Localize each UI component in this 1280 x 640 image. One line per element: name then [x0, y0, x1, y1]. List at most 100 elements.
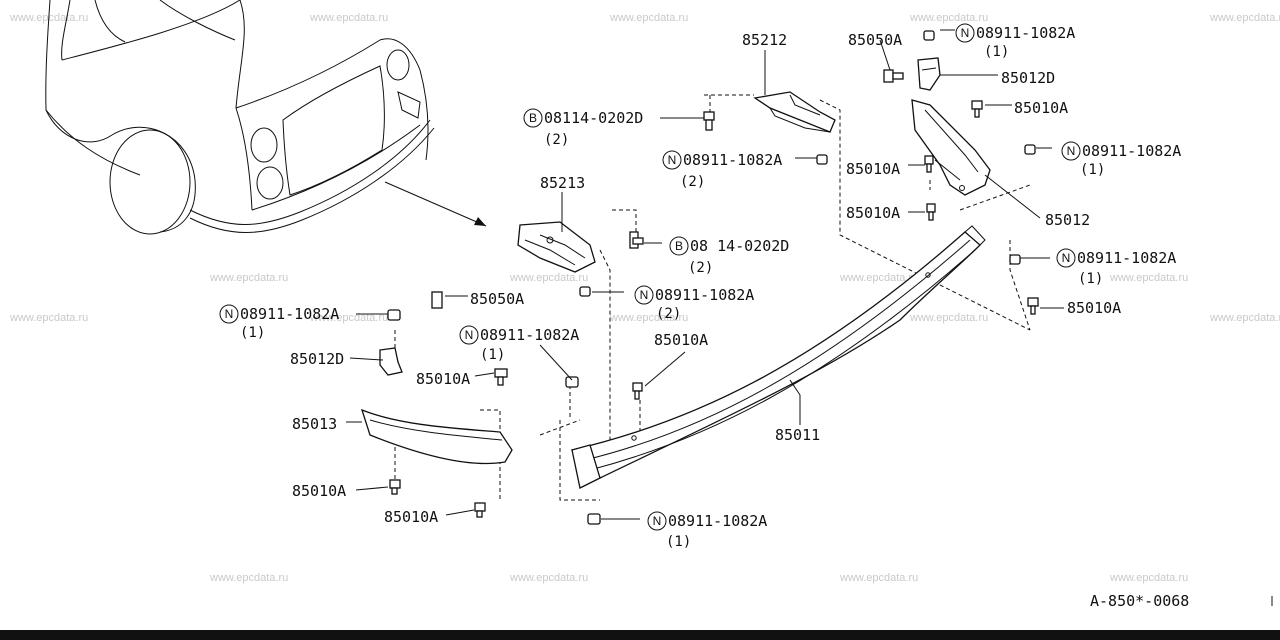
side-cover-85013	[360, 408, 513, 465]
prefix-circle-icon	[1056, 248, 1076, 268]
callout-part-number: 08911-1082A	[668, 512, 767, 530]
prefix-circle-icon	[955, 23, 975, 43]
prefix-circle-icon	[662, 150, 682, 170]
prefix-circle-icon	[669, 236, 689, 256]
callout-part-number: 85012D	[1001, 69, 1055, 87]
callout-quantity: (1)	[1080, 162, 1105, 178]
nut-icon	[565, 376, 579, 388]
watermark: www.epcdata.ru	[509, 272, 588, 284]
prefix-circle-icon	[634, 285, 654, 305]
callout-c85010a_left1: 85010A	[416, 370, 470, 388]
watermark: www.epcdata.ru	[1209, 312, 1280, 324]
bracket-85012d-top	[917, 57, 941, 91]
callout-prefix: N	[465, 328, 474, 342]
watermark: www.epcdata.ru	[839, 572, 918, 584]
callout-c85012: 85012	[1045, 211, 1090, 229]
bolt-icon	[971, 100, 983, 118]
callout-c85010a_center: 85010A	[654, 331, 708, 349]
callout-part-number: 85010A	[654, 331, 708, 349]
callout-part-number: 85010A	[1014, 99, 1068, 117]
watermark: www.epcdata.ru	[1209, 12, 1280, 24]
watermark: www.epcdata.ru	[1109, 272, 1188, 284]
callout-part-number: 85010A	[846, 160, 900, 178]
prefix-circle-icon	[219, 304, 239, 324]
watermark: www.epcdata.ru	[309, 12, 388, 24]
leader-lines	[346, 29, 1064, 520]
bolt-icon	[632, 382, 643, 400]
watermark: www.epcdata.ru	[909, 312, 988, 324]
callout-part-number: 85212	[742, 31, 787, 49]
bolt-icon	[389, 479, 401, 495]
watermark: www.epcdata.ru	[1109, 572, 1188, 584]
nut-icon	[816, 154, 828, 165]
bumper-reinforcement-85011	[570, 225, 986, 489]
nut-icon	[923, 30, 935, 41]
callout-prefix: N	[668, 153, 677, 167]
callout-part-number: 08 14-0202D	[690, 237, 789, 255]
callout-prefix: N	[1062, 251, 1071, 265]
callout-prefix: N	[225, 307, 234, 321]
bolt-icon	[494, 368, 508, 386]
callout-c85213: 85213	[540, 174, 585, 192]
callout-c85010a_r4: 85010A	[1067, 299, 1121, 317]
callout-quantity: (1)	[480, 347, 505, 363]
bracket-85213	[517, 221, 596, 273]
prefix-circle-icon	[459, 325, 479, 345]
bolt-icon	[474, 502, 486, 518]
watermark: www.epcdata.ru	[909, 12, 988, 24]
callout-c85010a_r1: 85010A	[1014, 99, 1068, 117]
callout-c85010a_left3: 85010A	[384, 508, 438, 526]
callout-quantity: (1)	[666, 534, 691, 550]
callout-c85050a_top: 85050A	[848, 31, 902, 49]
callout-part-number: 08911-1082A	[1077, 249, 1176, 267]
callout-part-number: 85010A	[846, 204, 900, 222]
nut-icon	[1024, 144, 1036, 155]
callout-quantity: (2)	[680, 174, 705, 190]
watermark: www.epcdata.ru	[609, 312, 688, 324]
callout-part-number: 08911-1082A	[1082, 142, 1181, 160]
bolt-icon	[926, 203, 936, 221]
prefix-circle-icon	[647, 511, 667, 531]
callout-part-number: 85011	[775, 426, 820, 444]
prefix-circle-icon	[1061, 141, 1081, 161]
nut-icon	[579, 286, 591, 297]
bolt-icon	[629, 231, 644, 249]
callout-c85011: 85011	[775, 426, 820, 444]
callout-part-number: 85050A	[470, 290, 524, 308]
callout-part-number: 85010A	[1067, 299, 1121, 317]
callout-quantity: (2)	[656, 306, 681, 322]
callout-part-number: 85050A	[848, 31, 902, 49]
watermark: www.epcdata.ru	[209, 272, 288, 284]
prefix-circle-icon	[523, 108, 543, 128]
car-rear-sketch	[45, 0, 487, 235]
callout-prefix: B	[529, 111, 537, 125]
watermarks: www.epcdata.ru www.epcdata.ru www.epcdat…	[9, 12, 1280, 584]
bolt-icon	[924, 155, 934, 173]
callout-prefix: N	[1067, 144, 1076, 158]
callout-part-number: 85012D	[290, 350, 344, 368]
callout-quantity: (2)	[688, 260, 713, 276]
callout-quantity: (1)	[984, 44, 1009, 60]
callout-quantity: (2)	[544, 132, 569, 148]
callout-c85050a_left: 85050A	[470, 290, 524, 308]
watermark: www.epcdata.ru	[309, 312, 388, 324]
callout-c08911_r1: N 08911-1082A (1)	[1061, 141, 1181, 178]
callout-part-number: 85010A	[292, 482, 346, 500]
callout-c85212: 85212	[742, 31, 787, 49]
bolt-icon	[883, 69, 904, 83]
callout-c85010a_r3: 85010A	[846, 204, 900, 222]
watermark: www.epcdata.ru	[9, 312, 88, 324]
nut-icon	[387, 309, 401, 321]
callout-c85010a_left2: 85010A	[292, 482, 346, 500]
callout-c85012d_top: 85012D	[1001, 69, 1055, 87]
callout-c85010a_r2: 85010A	[846, 160, 900, 178]
